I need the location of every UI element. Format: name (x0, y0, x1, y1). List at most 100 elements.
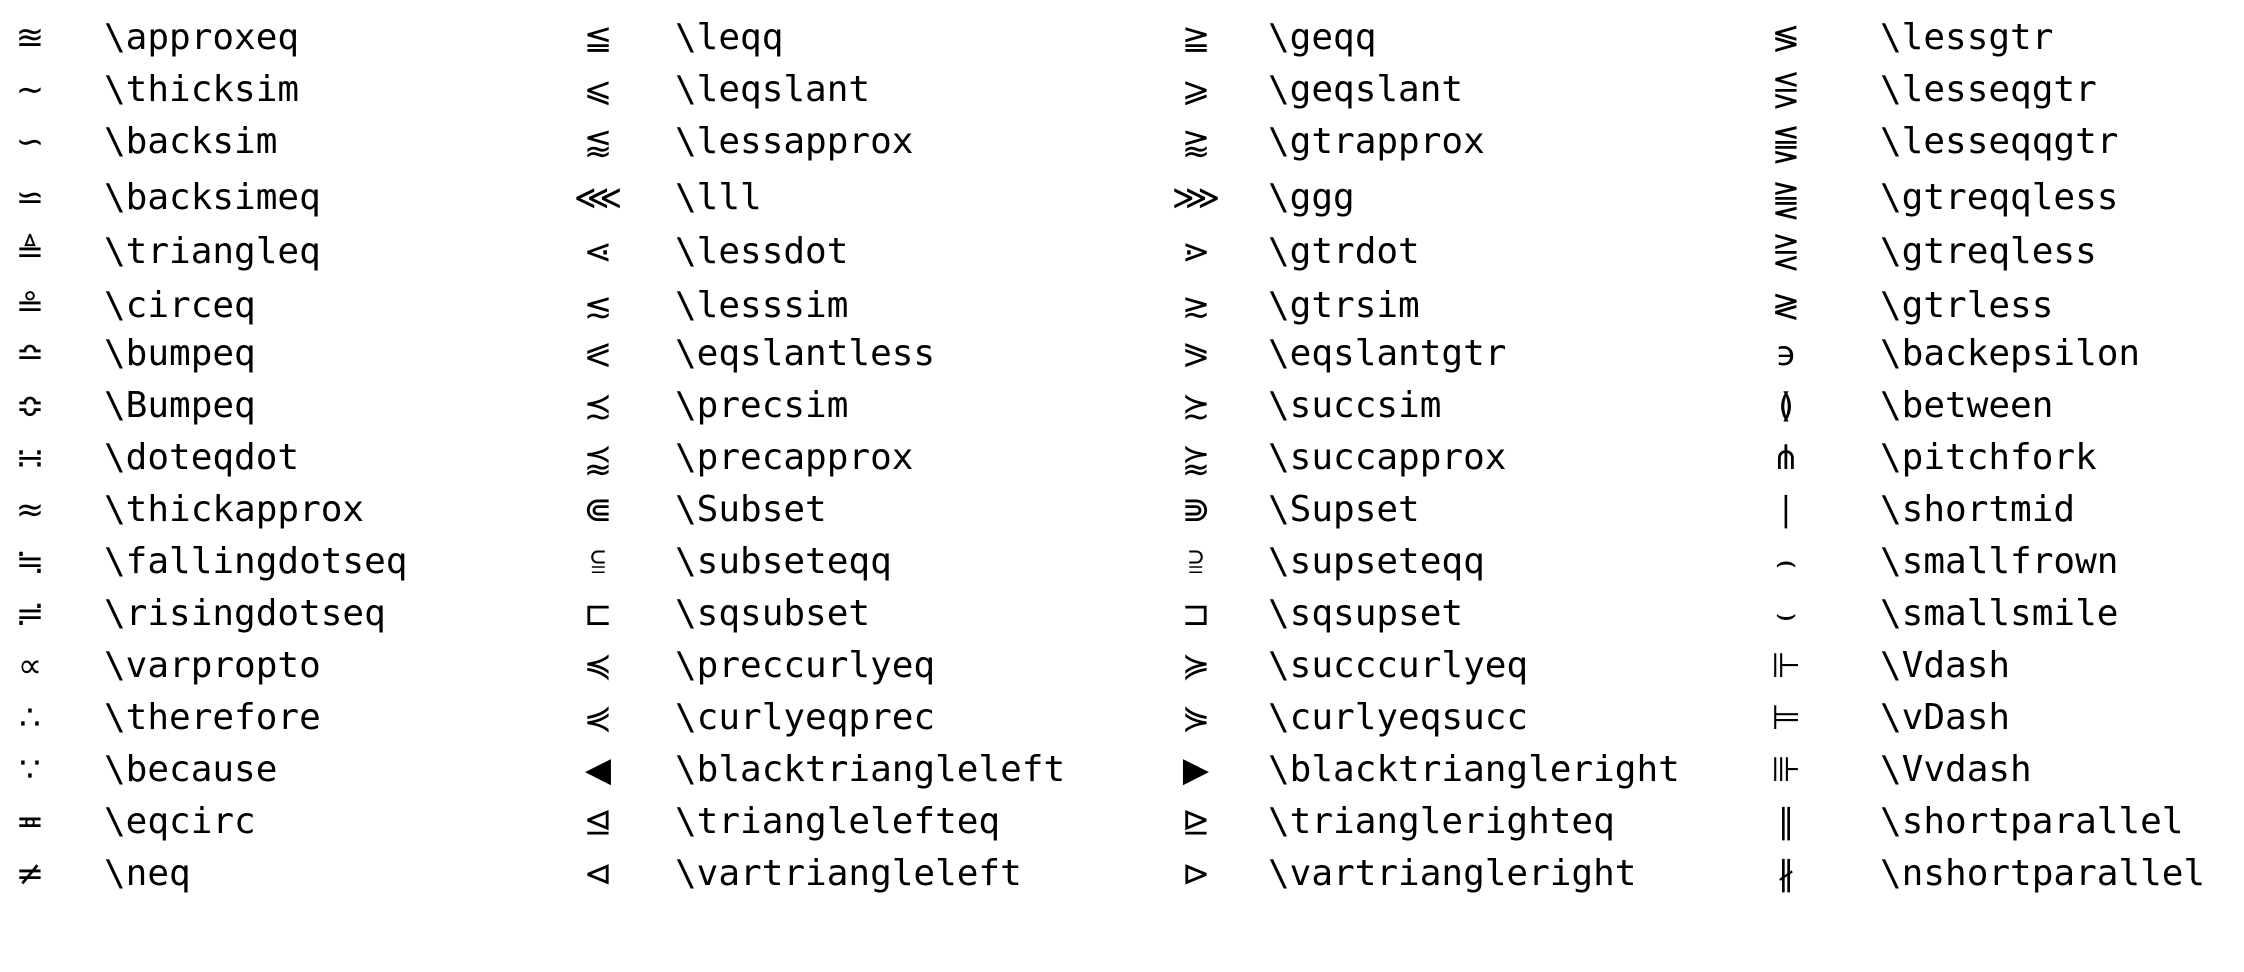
symbol-glyph: ≠ (15, 854, 45, 894)
symbol-command: \backepsilon (1880, 333, 2141, 374)
table-row: ≒\fallingdotseq⫅\subseteqq⫆\supseteqq⌢\s… (0, 536, 2244, 588)
symbol-command: \shortmid (1880, 489, 2076, 530)
symbol-glyph: ⋐ (583, 490, 613, 530)
symbol-command: \gtrapprox (1268, 121, 1485, 162)
symbol-command: \pitchfork (1880, 437, 2097, 478)
symbol-command: \lesseqgtr (1880, 69, 2097, 110)
symbol-command: \gtreqqless (1880, 177, 2119, 218)
symbol-glyph: ⌣ (1774, 594, 1798, 634)
symbol-command: \ggg (1268, 177, 1355, 218)
symbol-command: \lesssim (675, 285, 849, 326)
table-row: ≠\neq⊲\vartriangleleft⊳\vartriangleright… (0, 848, 2244, 900)
symbol-command: \eqcirc (104, 801, 256, 842)
symbol-command: \trianglelefteq (675, 801, 1001, 842)
symbol-glyph: ⋗ (1181, 232, 1211, 272)
symbol-glyph: ⊩ (1771, 646, 1801, 686)
symbol-glyph: ∣ (1777, 490, 1795, 530)
symbol-glyph: ∵ (19, 750, 41, 790)
symbol-glyph: ⪆ (1181, 122, 1211, 162)
table-row: ≜\triangleq⋖\lessdot⋗\gtrdot⋛\gtreqless (0, 226, 2244, 278)
symbol-glyph: ≿ (1181, 386, 1211, 426)
symbol-glyph: ⪕ (583, 334, 613, 374)
symbol-command: \gtreqless (1880, 231, 2097, 272)
symbol-glyph: ◀ (584, 750, 612, 790)
symbol-command: \nshortparallel (1880, 853, 2206, 894)
symbol-glyph: ⪌ (1771, 178, 1801, 218)
symbol-glyph: ≶ (1771, 18, 1801, 58)
symbol-glyph: ⋞ (583, 698, 613, 738)
symbol-command: \blacktriangleleft (675, 749, 1066, 790)
symbol-command: \approxeq (104, 17, 300, 58)
symbol-glyph: ≖ (15, 802, 45, 842)
symbol-command: \smallsmile (1880, 593, 2119, 634)
symbol-glyph: ⋍ (15, 178, 45, 218)
table-row: ≎\Bumpeq≾\precsim≿\succsim≬\between (0, 380, 2244, 432)
symbol-command: \backsimeq (104, 177, 321, 218)
table-row: ≗\circeq≲\lesssim≳\gtrsim≷\gtrless (0, 280, 2244, 332)
symbol-command: \doteqdot (104, 437, 300, 478)
symbol-glyph: ⋛ (1771, 232, 1801, 272)
symbol-glyph: ≬ (1778, 386, 1794, 426)
symbol-command: \varpropto (104, 645, 321, 686)
table-row: ∽\backsim⪅\lessapprox⪆\gtrapprox⪋\lesseq… (0, 116, 2244, 168)
symbol-glyph: ⫅ (590, 542, 606, 582)
symbol-command: \eqslantless (675, 333, 936, 374)
table-row: ≈\thickapprox⋐\Subset⋑\Supset∣\shortmid (0, 484, 2244, 536)
symbol-command: \geqq (1268, 17, 1377, 58)
symbol-command: \vDash (1880, 697, 2011, 738)
table-row: ∼\thicksim⩽\leqslant⩾\geqslant⋚\lesseqgt… (0, 64, 2244, 116)
symbol-command: \sqsubset (675, 593, 871, 634)
symbol-command: \curlyeqsucc (1268, 697, 1529, 738)
symbol-command: \thicksim (104, 69, 300, 110)
symbol-command: \trianglerighteq (1268, 801, 1615, 842)
symbol-command: \gtrless (1880, 285, 2054, 326)
table-row: ≊\approxeq≦\leqq≧\geqq≶\lessgtr (0, 12, 2244, 64)
symbol-command: \succsim (1268, 385, 1442, 426)
symbol-command: \bumpeq (104, 333, 256, 374)
symbol-command: \blacktriangleright (1268, 749, 1680, 790)
symbol-glyph: ϶ (1775, 334, 1797, 374)
symbol-glyph: ≳ (1181, 286, 1211, 326)
table-row: ⋍\backsimeq⋘\lll⋙\ggg⪌\gtreqqless (0, 172, 2244, 224)
symbol-glyph: ⊏ (583, 594, 613, 634)
symbol-command: \lessdot (675, 231, 849, 272)
symbol-glyph: ▶ (1182, 750, 1210, 790)
table-row: ≓\risingdotseq⊏\sqsubset⊐\sqsupset⌣\smal… (0, 588, 2244, 640)
symbol-glyph: ≽ (1181, 646, 1211, 686)
symbol-command: \neq (104, 853, 191, 894)
symbol-glyph: ⩽ (583, 70, 613, 110)
symbol-command: \sqsupset (1268, 593, 1464, 634)
symbol-command: \precsim (675, 385, 849, 426)
symbol-glyph: ≲ (583, 286, 613, 326)
table-row: ∵\because◀\blacktriangleleft▶\blacktrian… (0, 744, 2244, 796)
symbol-command: \gtrdot (1268, 231, 1420, 272)
symbol-glyph: ≓ (15, 594, 45, 634)
symbol-glyph: ≼ (583, 646, 613, 686)
symbol-glyph: ⊳ (1181, 854, 1211, 894)
symbol-command: \preccurlyeq (675, 645, 936, 686)
symbol-glyph: ≈ (15, 490, 45, 530)
symbol-command: \circeq (104, 285, 256, 326)
symbol-command: \lll (675, 177, 762, 218)
symbol-command: \risingdotseq (104, 593, 386, 634)
table-row: ∴\therefore⋞\curlyeqprec⋟\curlyeqsucc⊨\v… (0, 692, 2244, 744)
symbol-glyph: ≜ (15, 232, 45, 272)
symbol-glyph: ≊ (15, 18, 45, 58)
symbol-glyph: ⋑ (1181, 490, 1211, 530)
symbol-command: \geqslant (1268, 69, 1464, 110)
symbol-glyph: ∥ (1777, 802, 1795, 842)
symbol-glyph: ≗ (15, 286, 45, 326)
symbol-command: \shortparallel (1880, 801, 2184, 842)
symbol-command: \lesseqqgtr (1880, 121, 2119, 162)
symbol-glyph: ⊪ (1771, 750, 1801, 790)
symbol-glyph: ⋙ (1171, 178, 1221, 218)
symbol-command: \subseteqq (675, 541, 892, 582)
symbol-command: \Subset (675, 489, 827, 530)
symbol-command: \thickapprox (104, 489, 365, 530)
symbol-glyph: ∺ (15, 438, 45, 478)
symbol-command: \eqslantgtr (1268, 333, 1507, 374)
symbol-glyph: ≾ (583, 386, 613, 426)
symbol-glyph: ≧ (1181, 18, 1211, 58)
symbol-command: \Bumpeq (104, 385, 256, 426)
